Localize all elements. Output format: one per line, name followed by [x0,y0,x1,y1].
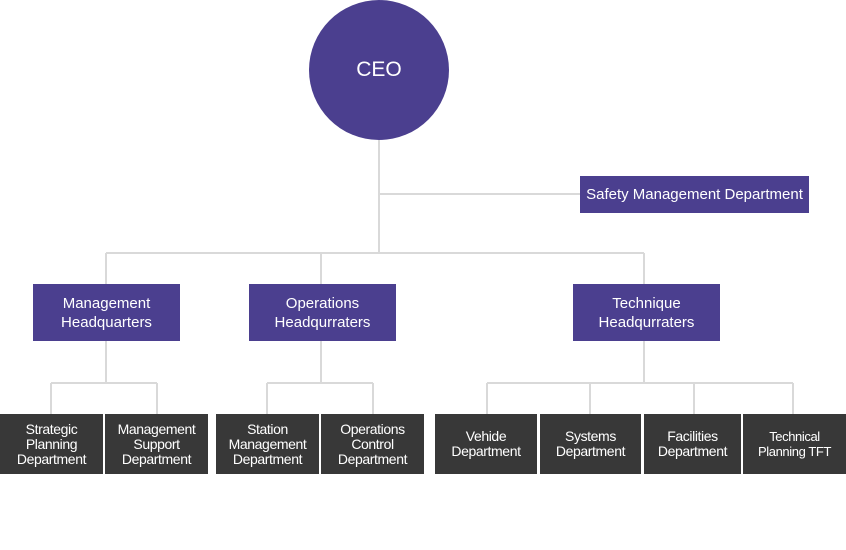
technical-planning-tft: Technical Planning TFT [743,414,846,474]
ceo-node: CEO [309,0,449,140]
vehicle-department: Vehide Department [435,414,537,474]
safety-management-department: Safety Management Department [580,176,809,213]
management-support-department: Management Support Department [105,414,208,474]
technique-headquarters: Technique Headqurraters [573,284,720,341]
management-headquarters: Management Headquarters [33,284,180,341]
strategic-planning-department: Strategic Planning Department [0,414,103,474]
facilities-department: Facilities Department [644,414,741,474]
operations-control-department: Operations Control Department [321,414,424,474]
station-management-department: Station Management Department [216,414,319,474]
systems-department: Systems Department [540,414,641,474]
operations-headquarters: Operations Headqurraters [249,284,396,341]
